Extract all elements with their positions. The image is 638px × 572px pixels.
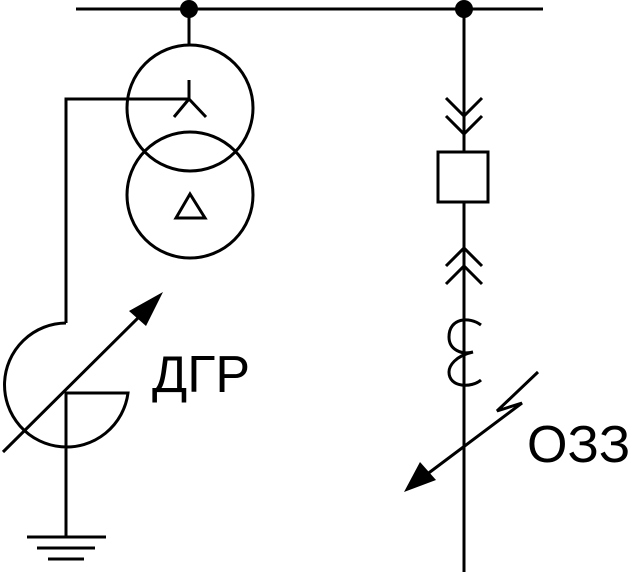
reactor-adjust-arrowhead — [129, 292, 163, 326]
label-single-phase-ground-fault: ОЗЗ — [527, 416, 630, 474]
delta-icon — [173, 191, 208, 220]
fault-bolt — [421, 370, 540, 480]
ground-icon — [27, 455, 106, 561]
current-transformer-icon — [447, 318, 482, 387]
arc-suppression-reactor — [1, 292, 163, 455]
reactor-adjust-arrow-shaft — [1, 306, 150, 454]
disconnect-upper-icon — [444, 96, 484, 119]
disconnect-lower-icon — [444, 245, 484, 268]
grounding-transformer — [125, 9, 255, 260]
neutral-lead — [64, 97, 189, 323]
wye-icon — [172, 80, 208, 119]
lightning-icon — [404, 370, 540, 492]
feeder — [436, 9, 490, 572]
fault-arrowhead — [404, 462, 436, 492]
disconnect-lower-icon-2 — [444, 263, 484, 286]
transformer-winding-lower — [125, 130, 255, 260]
disconnect-upper-icon-2 — [444, 114, 484, 137]
transformer-winding-upper — [125, 43, 255, 173]
circuit-breaker-icon — [436, 150, 490, 204]
label-arc-suppression-reactor: ДГР — [152, 346, 250, 404]
